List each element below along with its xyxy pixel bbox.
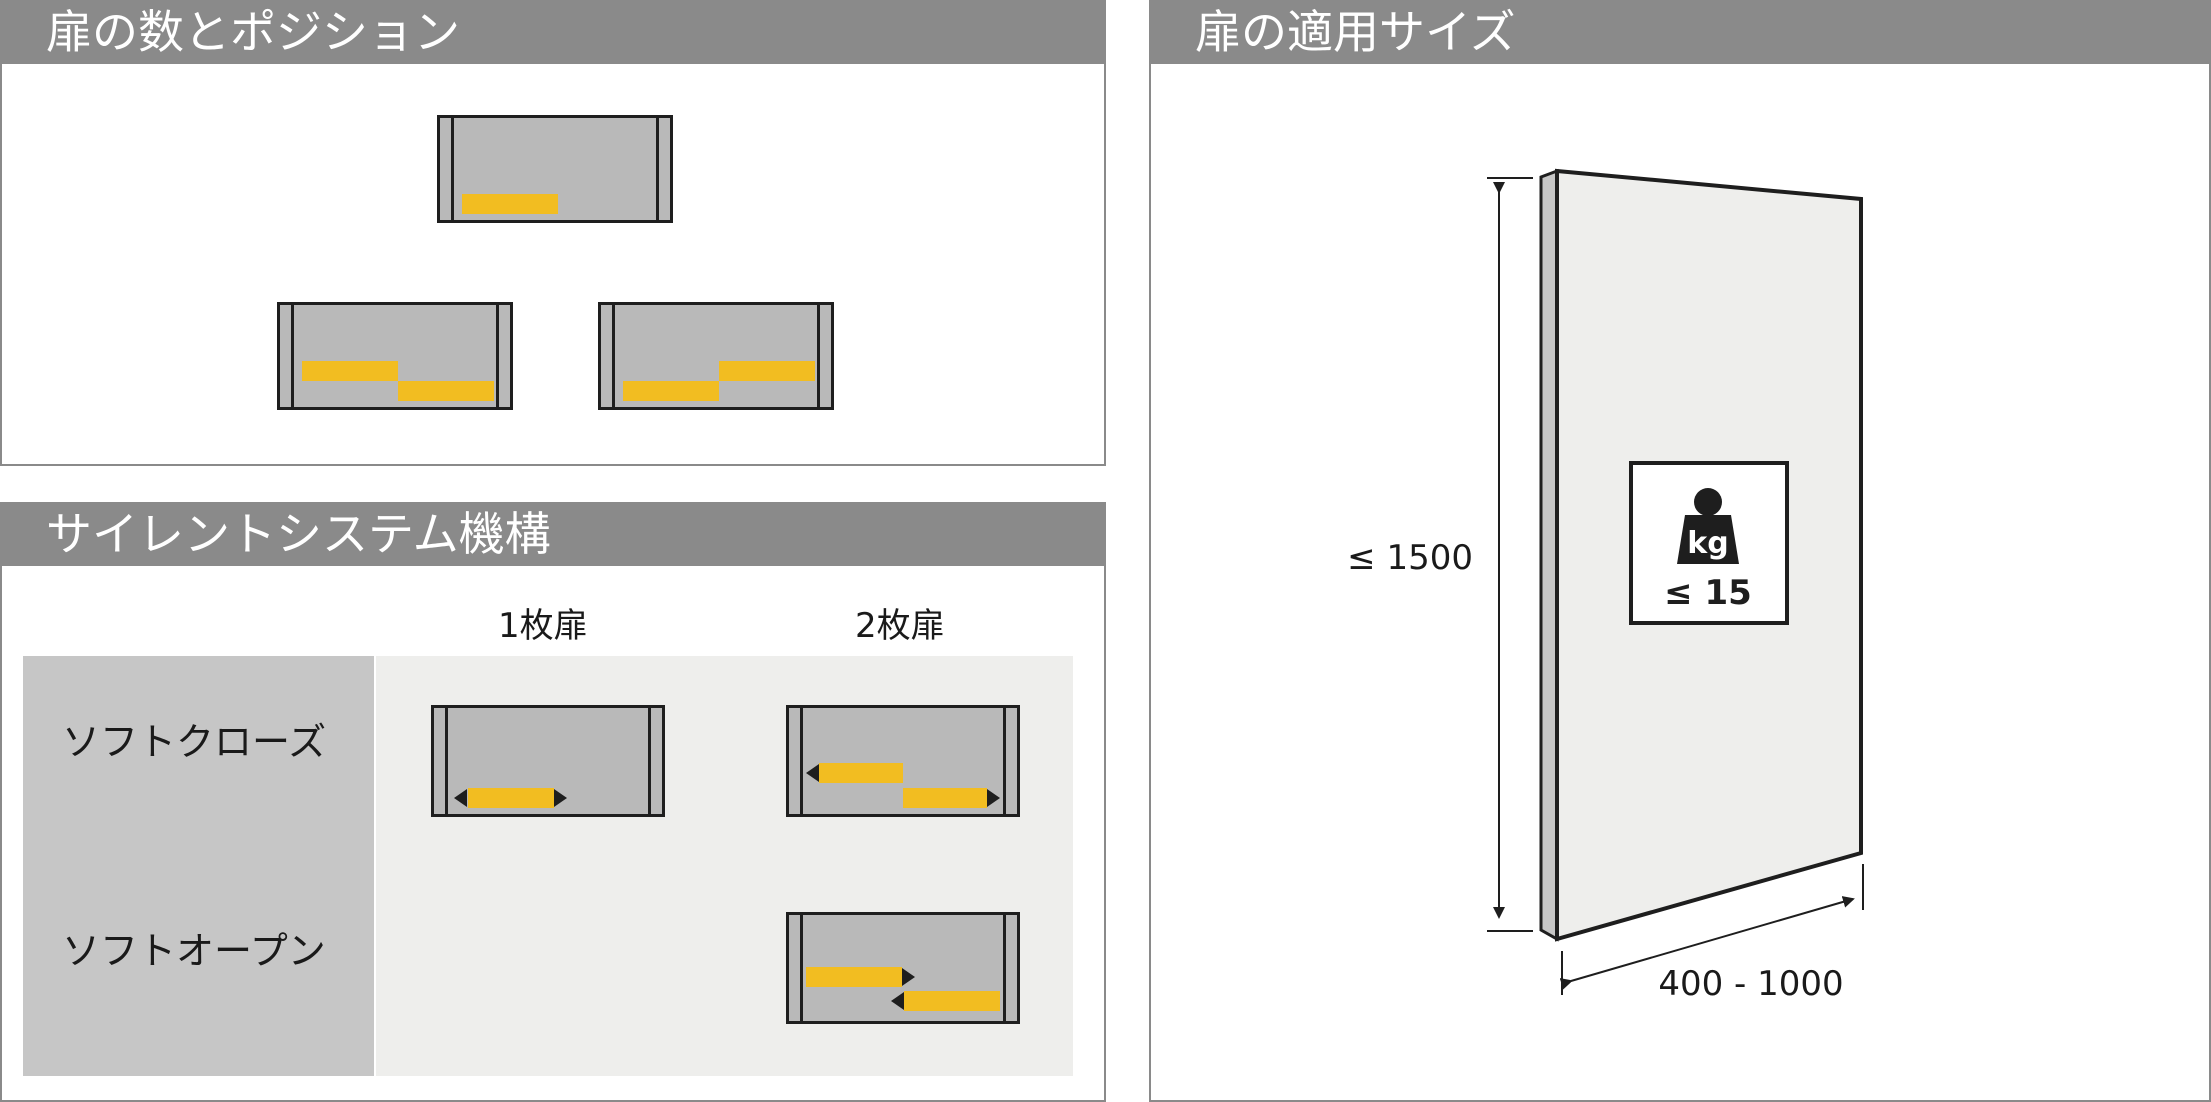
door-panel [398,381,494,401]
arrow-left-icon [454,789,467,807]
arrow-right-icon [987,789,1000,807]
door-panel [806,967,902,987]
door-size-panel-title: 扉の適用サイズ [1151,2,2209,64]
door-edge [1539,168,1559,942]
door-panel [819,763,903,783]
height-limit-label: ≤ 1500 [1347,538,1473,578]
weight-icon [1677,488,1739,564]
cabinet-single-door [437,115,673,223]
door-panel [462,194,558,214]
weight-unit: kg [1687,526,1728,561]
width-range-label: 400 - 1000 [1658,964,1843,1004]
positions-panel: 扉の数とポジション [0,0,1106,466]
door-panel [302,361,398,381]
row-label-soft-close: ソフトクローズ [62,720,327,764]
silent-system-panel: サイレントシステム機構 1枚扉 2枚扉 ソフトクローズ ソフトオープン [0,502,1106,1102]
arrow-left-icon [806,764,819,782]
door-panel [623,381,719,401]
door-panel [904,991,1000,1011]
cabinet-two-door-left [277,302,513,410]
width-dimension-line [1559,896,1855,990]
door-panel [719,361,815,381]
arrow-left-icon [891,992,904,1010]
weight-limit: ≤ 15 [1664,573,1752,613]
column-header-one-door: 1枚扉 [498,606,588,646]
door-panel [468,788,554,808]
cabinet-soft-close-two-door [786,705,1020,817]
cabinet-two-door-right [598,302,834,410]
door-panel [903,788,987,808]
column-header-two-door: 2枚扉 [855,606,945,646]
silent-system-panel-title: サイレントシステム機構 [2,504,1104,566]
cabinet-soft-open-two-door [786,912,1020,1024]
cabinet-soft-close-one-door [431,705,665,817]
arrow-right-icon [902,968,915,986]
positions-panel-title: 扉の数とポジション [2,2,1104,64]
row-label-column [23,656,374,1076]
row-label-soft-open: ソフトオープン [62,929,326,973]
door-size-diagram: kg ≤ 15 ≤ 1500 400 - 1000 [1347,168,1864,1004]
arrow-right-icon [554,789,567,807]
door-size-panel: 扉の適用サイズ kg ≤ 15 ≤ 1500 400 - 1000 [1149,0,2211,1102]
